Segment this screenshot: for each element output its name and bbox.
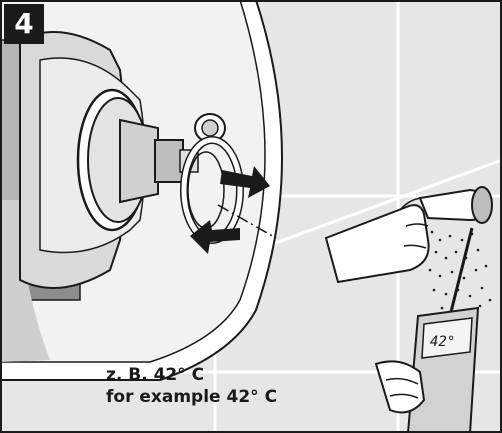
- hand-with-shower: [324, 186, 493, 284]
- rotate-arrow-up-icon: [220, 166, 270, 198]
- rotate-arrow-down-icon: [190, 220, 240, 254]
- thermometer-display: 42°: [430, 334, 455, 350]
- step-number-badge: 4: [4, 4, 44, 44]
- thermostat-valve: [19, 31, 226, 289]
- caption-english: for example 42° C: [106, 387, 278, 407]
- temperature-caption: z. B. 42° C for example 42° C: [106, 364, 277, 408]
- caption-german: z. B. 42° C: [106, 365, 205, 385]
- axis-line: [217, 204, 277, 239]
- digital-thermometer: 42°: [374, 227, 480, 433]
